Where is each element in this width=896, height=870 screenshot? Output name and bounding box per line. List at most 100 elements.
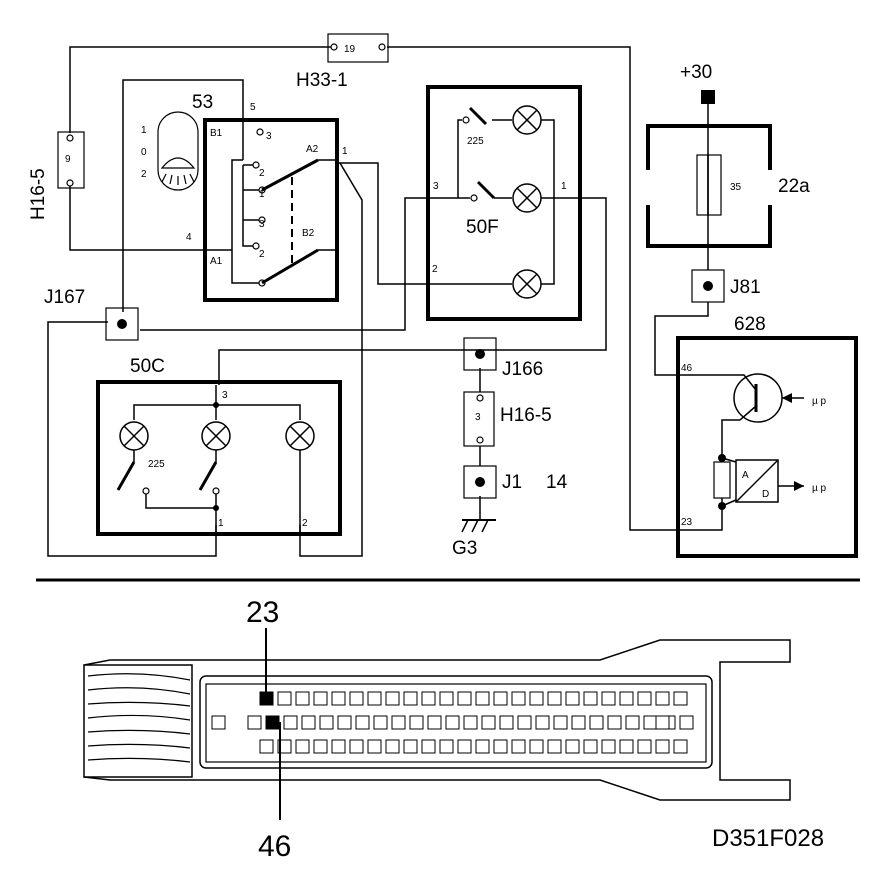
lamp-50f-225-label: 225 bbox=[467, 136, 484, 147]
connector-pin bbox=[535, 715, 550, 730]
ecu-connector-view: 23 46 bbox=[83, 596, 791, 863]
lamp-50c-pin-3-label: 3 bbox=[222, 390, 228, 401]
connector-pin bbox=[409, 715, 424, 730]
connector-pin bbox=[367, 739, 382, 754]
connector-pin bbox=[421, 739, 436, 754]
connector-pin bbox=[475, 739, 490, 754]
h16-bot-connector bbox=[463, 391, 495, 447]
switch-c3-label: 3 bbox=[259, 219, 265, 230]
connector-pin bbox=[553, 715, 568, 730]
connector-pin bbox=[277, 739, 292, 754]
h33-pin-label: 19 bbox=[344, 44, 356, 55]
j1-label: J1 bbox=[502, 472, 522, 493]
connector-pin bbox=[643, 715, 658, 730]
connector-pin bbox=[607, 715, 622, 730]
lamp-50f-ref-label: 50F bbox=[466, 217, 499, 238]
connector-pin bbox=[619, 691, 634, 706]
connector-pin bbox=[259, 739, 274, 754]
connector-pin bbox=[637, 691, 652, 706]
fuse-22a: +30 35 22a bbox=[646, 62, 810, 248]
connector-pin bbox=[403, 739, 418, 754]
j167-label: J167 bbox=[44, 287, 85, 308]
switch-53-ref-label: 53 bbox=[192, 92, 213, 113]
switch-53: 53 5 4 1 1 0 2 B1 A1 A2 B2 3 2 1 3 2 bbox=[141, 92, 348, 302]
switch-knob-icon bbox=[157, 111, 199, 191]
connector-pin bbox=[301, 715, 316, 730]
switch-c2a-label: 2 bbox=[259, 168, 265, 179]
connector-pin bbox=[283, 715, 298, 730]
connector-pin bbox=[457, 691, 472, 706]
lamp-50c-ref-label: 50C bbox=[130, 356, 165, 377]
j1-num-label: 14 bbox=[546, 472, 568, 493]
connector-pin bbox=[337, 715, 352, 730]
lamp-box-50f: 50F 225 3 1 2 bbox=[426, 85, 582, 321]
knob-pos-1-label: 1 bbox=[141, 125, 147, 136]
ground-chain: J166 3 H16-5 J1 14 G3 bbox=[452, 337, 568, 559]
switch-pin-5-label: 5 bbox=[250, 102, 256, 113]
connector-pin bbox=[439, 739, 454, 754]
connector-pin bbox=[493, 739, 508, 754]
connector-pin bbox=[277, 691, 292, 706]
j81-label: J81 bbox=[730, 277, 761, 298]
junction-j166 bbox=[463, 337, 497, 371]
wires-top bbox=[47, 46, 736, 557]
switch-a1-label: A1 bbox=[210, 256, 223, 267]
connector-pin bbox=[547, 691, 562, 706]
junction-j1 bbox=[463, 465, 497, 499]
guide-pin bbox=[655, 715, 670, 730]
connector-pin bbox=[313, 739, 328, 754]
ecu-mup1-label: µ p bbox=[812, 396, 827, 407]
ad-converter-icon bbox=[735, 459, 779, 503]
connector-pin bbox=[625, 715, 640, 730]
lamp-50c-225-label: 225 bbox=[148, 459, 165, 470]
lamp-50f-pin-2-label: 2 bbox=[432, 264, 438, 275]
connector-pin bbox=[583, 691, 598, 706]
lamp-50c-pin-1-label: 1 bbox=[218, 518, 224, 529]
connector-pin bbox=[565, 691, 580, 706]
switch-c2b-label: 2 bbox=[259, 249, 265, 260]
connector-pin bbox=[421, 691, 436, 706]
ecu-pin-46-label: 46 bbox=[681, 363, 693, 374]
connector-pin bbox=[427, 715, 442, 730]
transistor-icon bbox=[733, 373, 783, 423]
connector-pin bbox=[355, 715, 370, 730]
ecu-d-label: D bbox=[762, 489, 769, 500]
switch-b1-label: B1 bbox=[210, 128, 223, 139]
connector-pin bbox=[439, 691, 454, 706]
ecu-ref-label: 628 bbox=[734, 314, 766, 335]
switch-a2-label: A2 bbox=[306, 144, 319, 155]
connector-pin bbox=[313, 691, 328, 706]
connector-pin bbox=[331, 739, 346, 754]
ground-icon bbox=[461, 519, 496, 533]
lamp-50f-pin-3-label: 3 bbox=[433, 181, 439, 192]
h16-bot-ref-label: H16-5 bbox=[500, 405, 552, 426]
connector-pin bbox=[349, 739, 364, 754]
connector-pin bbox=[673, 739, 688, 754]
switch-b2-label: B2 bbox=[302, 228, 315, 239]
connector-pin bbox=[571, 715, 586, 730]
h33-ref-label: H33-1 bbox=[296, 70, 348, 91]
connector-pin bbox=[349, 691, 364, 706]
connector-pin bbox=[529, 739, 544, 754]
connector-pin bbox=[589, 715, 604, 730]
junction-j81: J81 bbox=[691, 269, 761, 303]
ecu-mup2-label: µ p bbox=[812, 483, 827, 494]
connector-pin bbox=[655, 739, 670, 754]
connector-pin bbox=[511, 739, 526, 754]
connector-pin bbox=[517, 715, 532, 730]
switch-pin-4-label: 4 bbox=[186, 232, 192, 243]
connector-pin bbox=[265, 715, 280, 730]
connector-pin bbox=[583, 739, 598, 754]
j166-label: J166 bbox=[502, 359, 543, 380]
knob-pos-0-label: 0 bbox=[141, 147, 147, 158]
connector-pin bbox=[373, 715, 388, 730]
guide-pin bbox=[211, 715, 226, 730]
lamp-50c-pin-2-label: 2 bbox=[302, 518, 308, 529]
connector-pin bbox=[601, 739, 616, 754]
connector-pin bbox=[481, 715, 496, 730]
connector-pin bbox=[565, 739, 580, 754]
junction-j167: J167 bbox=[44, 287, 139, 341]
h16-top-pin-label: 9 bbox=[65, 154, 71, 165]
connector-pin bbox=[463, 715, 478, 730]
